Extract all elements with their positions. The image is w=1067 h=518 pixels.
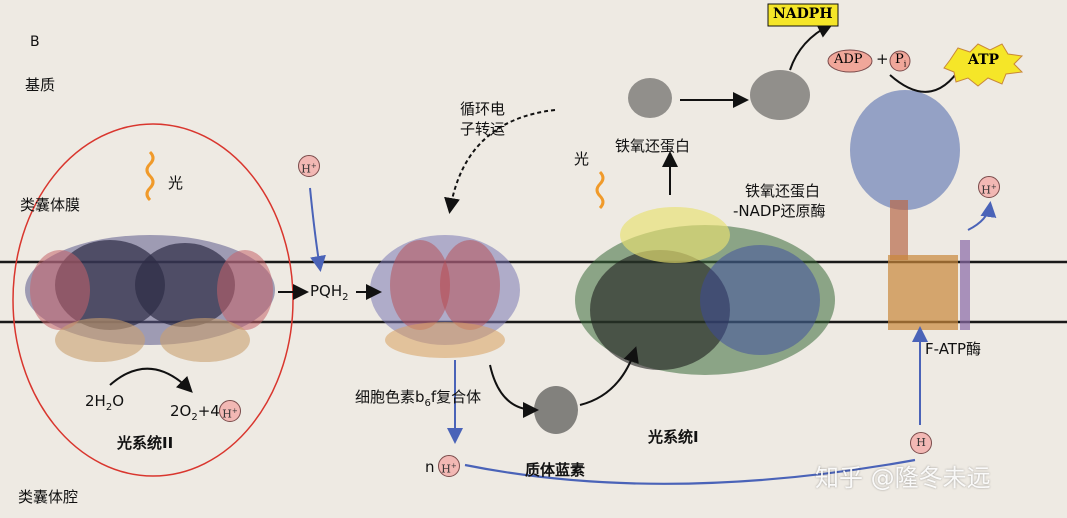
pi-circle — [889, 50, 911, 72]
lumen-label: 类囊体腔 — [18, 488, 79, 506]
plastocyanin-structure — [534, 386, 578, 434]
photosystem-ii-structure — [25, 235, 275, 362]
light-wave-icon — [145, 150, 155, 202]
atp-star — [943, 43, 1024, 87]
nadph-box — [767, 3, 839, 27]
oxygen-label: 2O2+4 — [170, 402, 220, 423]
fnr-label-2: -NADP还原酶 — [733, 202, 826, 220]
panel-letter: B — [30, 34, 40, 50]
cytb6f-label: 细胞色素b6f复合体 — [355, 388, 482, 409]
arrow-plastocyanin-to-ps1 — [579, 346, 639, 406]
highlight-circle — [12, 123, 294, 477]
ferredoxin-structure — [628, 78, 672, 118]
pi-label: Pi — [895, 52, 907, 69]
arrow-water-splitting — [109, 367, 193, 393]
light-label-2: 光 — [574, 150, 590, 168]
light-wave-icon — [595, 170, 605, 210]
ps2-label: 光系统II — [117, 434, 174, 452]
arrow-to-plastocyanin — [489, 364, 539, 418]
h-ion-ball: H+ — [438, 455, 460, 477]
nadph-label: NADPH — [773, 6, 833, 22]
stroma-label: 基质 — [25, 76, 56, 94]
fnr-label-1: 铁氧还蛋白 — [745, 182, 821, 200]
light-label: 光 — [168, 174, 184, 192]
fnr-structure — [750, 70, 810, 120]
cyclic-label-2: 子转运 — [460, 120, 506, 138]
arrow-h-in — [309, 187, 326, 272]
ps1-label: 光系统I — [648, 428, 699, 446]
h-ion-ball: H+ — [978, 176, 1000, 198]
photosystem-i-structure — [575, 207, 835, 375]
atp-synthase-structure — [850, 90, 970, 330]
cyclic-label-1: 循环电 — [460, 100, 506, 118]
arrow-h-out — [967, 201, 997, 231]
plastocyanin-label: 质体蓝素 — [525, 461, 586, 479]
watermark: 知乎 @隆冬未远 — [815, 464, 991, 492]
h-ion-ball: H+ — [298, 155, 320, 177]
atp-label: ATP — [968, 52, 1000, 68]
h-ion-ball: H — [910, 432, 932, 454]
membrane-label: 类囊体膜 — [20, 196, 81, 214]
n-h-label: n — [425, 458, 435, 476]
pqh2-label: PQH2 — [310, 282, 349, 303]
adp-label: ADP — [834, 52, 863, 67]
arrow-to-nadph — [789, 23, 834, 71]
arrow-cyclic-electron — [444, 109, 556, 214]
fatp-label: F-ATP酶 — [925, 340, 982, 358]
adp-ellipse — [827, 49, 873, 73]
arrow-proton-gradient — [464, 458, 916, 485]
plus-label: + — [876, 50, 889, 68]
cytochrome-b6f-structure — [370, 235, 520, 358]
water-label: 2H2O — [85, 392, 125, 413]
h-ion-ball: H+ — [219, 400, 241, 422]
ferredoxin-label: 铁氧还蛋白 — [615, 137, 691, 155]
